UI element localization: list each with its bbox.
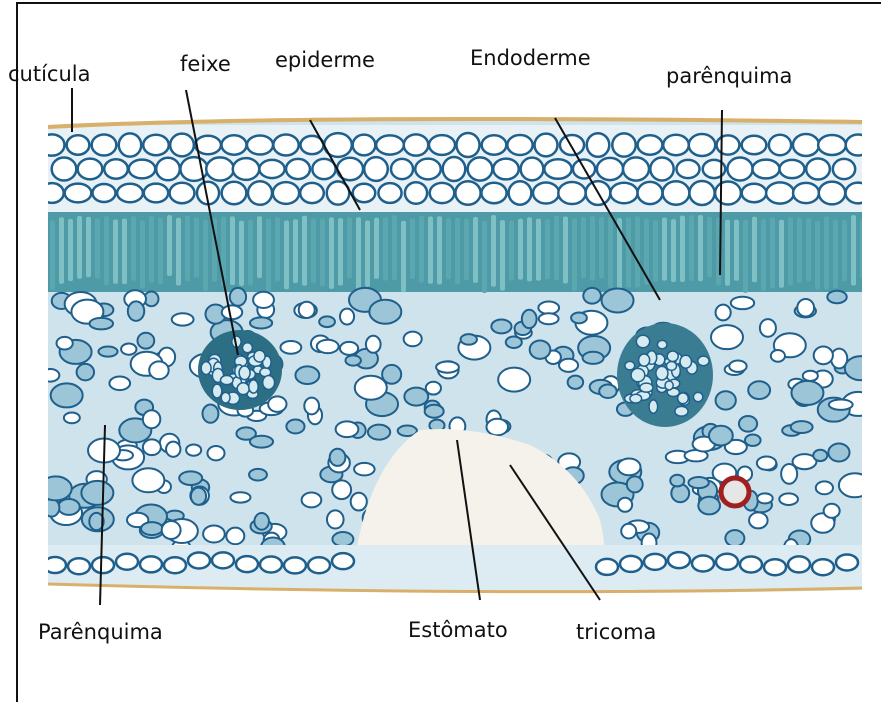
leader-parenquima-bottom [100,425,105,605]
label-tricoma: tricoma [576,622,656,643]
label-epiderme: epiderme [275,50,375,71]
leader-endoderme [555,118,660,300]
leader-parenquima-top [720,110,722,275]
label-estomato: Estômato [408,620,508,641]
label-parenquima-top: parênquima [666,66,792,87]
label-parenquima-bottom: Parênquima [38,622,163,643]
leader-feixe [186,90,238,355]
label-endoderme: Endoderme [470,48,591,69]
label-cuticula: cutícula [8,64,90,85]
label-feixe: feixe [180,54,231,75]
leader-epiderme [310,120,360,210]
leader-estomato [457,440,480,600]
leader-tricoma [510,465,600,600]
